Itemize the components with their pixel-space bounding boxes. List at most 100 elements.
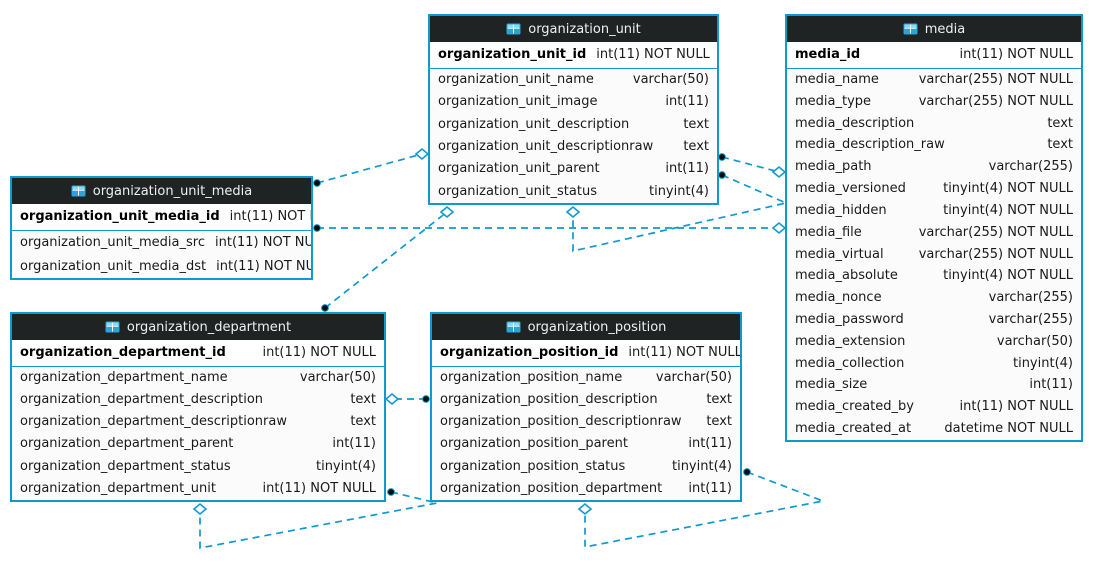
primary-key-row[interactable]: media_id int(11) NOT NULL xyxy=(787,42,1081,69)
column-name: media_type xyxy=(795,93,872,109)
table-header[interactable]: organization_department xyxy=(12,314,384,340)
table-column-row[interactable]: organization_department_status tinyint(4) xyxy=(12,456,384,478)
column-type: int(11) xyxy=(665,94,709,110)
primary-key-name: media_id xyxy=(795,47,861,62)
column-type: text xyxy=(706,392,732,408)
column-type: tinyint(4) NOT NULL xyxy=(943,268,1073,284)
primary-key-type: int(11) NOT NULL xyxy=(596,47,710,62)
column-name: organization_department_unit xyxy=(20,480,216,496)
table-header[interactable]: media xyxy=(787,16,1081,42)
table-header[interactable]: organization_unit xyxy=(430,16,717,42)
primary-key-row[interactable]: organization_position_id int(11) NOT NUL… xyxy=(432,340,740,367)
table-column-row[interactable]: organization_unit_image int(11) xyxy=(430,91,717,113)
table-header[interactable]: organization_position xyxy=(432,314,740,340)
table-header[interactable]: organization_unit_media xyxy=(12,178,311,204)
table-title: media xyxy=(924,21,966,37)
column-type: varchar(255) xyxy=(988,159,1073,175)
column-name: organization_department_status xyxy=(20,458,231,474)
relationship-dot-end xyxy=(313,224,321,232)
column-name: organization_unit_descriptionraw xyxy=(438,138,654,154)
table-media[interactable]: media media_id int(11) NOT NULL media_na… xyxy=(785,14,1083,442)
column-name: media_file xyxy=(795,224,862,240)
column-name: organization_department_descriptionraw xyxy=(20,414,287,430)
column-name: organization_position_department xyxy=(440,480,663,496)
table-icon xyxy=(903,23,918,35)
column-type: tinyint(4) xyxy=(315,458,376,474)
primary-key-name: organization_position_id xyxy=(440,345,619,360)
column-type: varchar(255) xyxy=(988,311,1073,327)
column-name: media_created_by xyxy=(795,399,914,415)
column-type: text xyxy=(706,414,732,430)
table-organization_unit[interactable]: organization_unit organization_unit_id i… xyxy=(428,14,719,205)
primary-key-type: int(11) NOT NULL xyxy=(959,47,1073,62)
column-name: organization_department_name xyxy=(20,370,228,385)
primary-key-row[interactable]: organization_unit_media_id int(11) NOT N… xyxy=(12,204,311,231)
primary-key-row[interactable]: organization_department_id int(11) NOT N… xyxy=(12,340,384,367)
relationship-line-organization_unit-media[interactable] xyxy=(721,156,780,173)
table-organization_department[interactable]: organization_department organization_dep… xyxy=(10,312,386,502)
column-type: varchar(255) NOT NULL xyxy=(918,246,1073,262)
column-name: organization_position_parent xyxy=(440,436,628,452)
table-column-row[interactable]: organization_position_department int(11) xyxy=(432,478,740,500)
table-title: organization_department xyxy=(126,319,292,335)
column-type: tinyint(4) xyxy=(1012,355,1073,371)
relationship-diamond-end xyxy=(565,205,581,219)
table-organization_unit_media[interactable]: organization_unit_media organization_uni… xyxy=(10,176,313,280)
relationship-dot-end xyxy=(718,153,726,161)
primary-key-name: organization_unit_media_id xyxy=(20,209,220,224)
column-type: int(11) xyxy=(688,480,732,496)
table-organization_position[interactable]: organization_position organization_posit… xyxy=(430,312,742,502)
primary-key-row[interactable]: organization_unit_id int(11) NOT NULL xyxy=(430,42,717,69)
relationship-line-organization_department-organization_unit[interactable] xyxy=(324,211,448,309)
relationship-dot-end xyxy=(387,488,395,496)
table-title: organization_unit_media xyxy=(92,183,253,199)
column-type: varchar(50) xyxy=(299,370,376,385)
primary-key-name: organization_unit_id xyxy=(438,47,587,62)
column-type: int(11) NOT NULL xyxy=(215,235,311,250)
relationship-dot-end xyxy=(313,179,321,187)
column-name: media_description_raw xyxy=(795,137,945,153)
table-column-row[interactable]: organization_department_name varchar(50) xyxy=(12,367,384,389)
column-type: int(11) NOT NULL xyxy=(216,258,311,274)
relationship-line-organization_unit_media-organization_unit[interactable] xyxy=(316,153,423,184)
column-name: organization_unit_image xyxy=(438,94,598,110)
